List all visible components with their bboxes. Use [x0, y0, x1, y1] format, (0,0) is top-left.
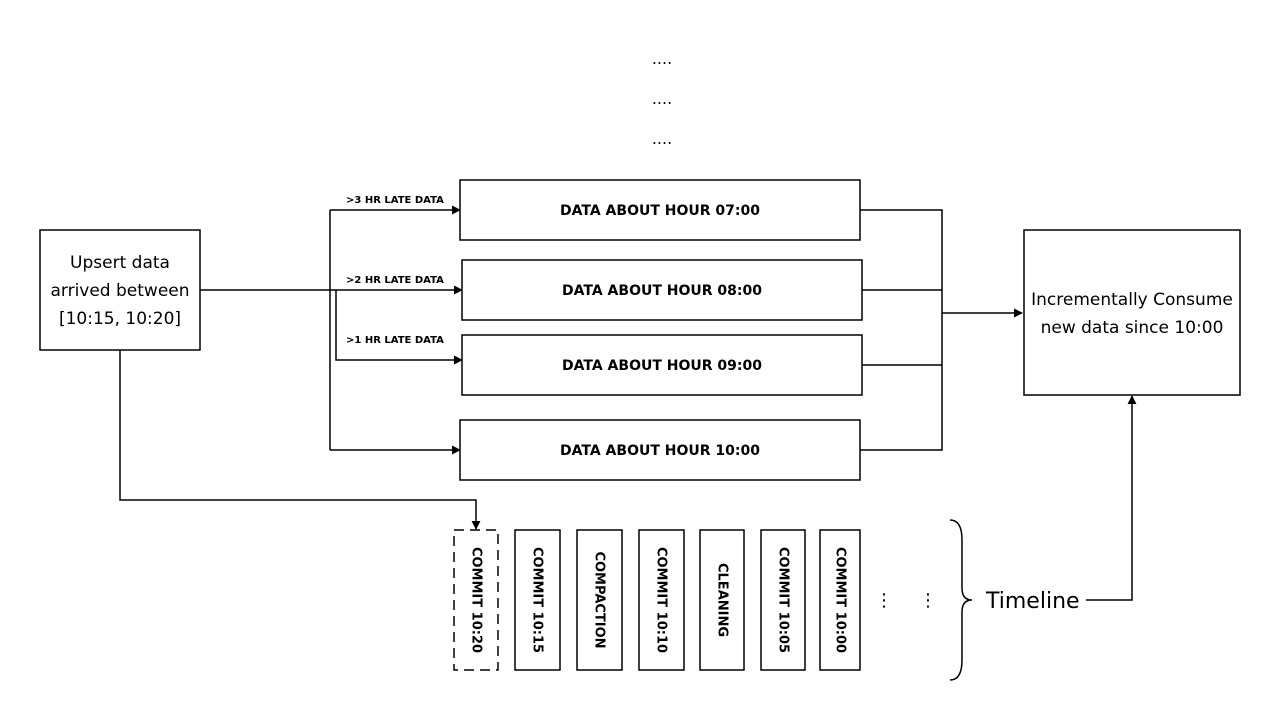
timeline-label: Timeline	[985, 589, 1080, 614]
instant-label-4: COMMIT 10:10	[654, 547, 669, 653]
fanout-connectors	[200, 205, 463, 455]
partition-box-1000: DATA ABOUT HOUR 10:00	[459, 419, 861, 481]
partition-box-0900: DATA ABOUT HOUR 09:00	[461, 334, 863, 396]
continuation-dots-1: ....	[652, 49, 672, 68]
timeline-to-consumer-arrow	[1086, 395, 1137, 601]
source-box-line-1: Upsert data	[70, 253, 170, 273]
continuation-dots-2: ....	[652, 89, 672, 108]
timeline-instant-4: COMMIT 10:10	[638, 529, 685, 671]
late-label-1hr: >1 HR LATE DATA	[346, 335, 444, 346]
timeline-instant-7: COMMIT 10:00	[819, 529, 861, 671]
source-box-line-3: [10:15, 10:20]	[59, 309, 181, 329]
late-label-2hr: >2 HR LATE DATA	[346, 275, 444, 286]
instant-label-7: COMMIT 10:00	[833, 547, 848, 653]
timeline-instant-2: COMMIT 10:15	[514, 529, 561, 671]
instant-label-3: COMPACTION	[592, 551, 607, 648]
consumer-box: Incrementally Consume new data since 10:…	[1023, 229, 1241, 396]
timeline-ellipsis-2: ⋮	[919, 590, 937, 611]
instant-label-5: CLEANING	[715, 563, 730, 637]
instant-label-1: COMMIT 10:20	[469, 547, 484, 653]
partition-label-1000: DATA ABOUT HOUR 10:00	[560, 443, 760, 459]
timeline-instant-6: COMMIT 10:05	[760, 529, 806, 671]
source-box-line-2: arrived between	[50, 281, 189, 301]
partition-box-0700: DATA ABOUT HOUR 07:00	[459, 179, 861, 241]
consumer-box-line-2: new data since 10:00	[1041, 318, 1224, 338]
merge-connectors	[860, 209, 1023, 451]
continuation-dots-3: ....	[652, 129, 672, 148]
timeline-ellipsis-1: ⋮	[875, 590, 893, 611]
timeline-instant-5: CLEANING	[699, 529, 745, 671]
late-label-3hr: >3 HR LATE DATA	[346, 195, 444, 206]
partition-box-0800: DATA ABOUT HOUR 08:00	[461, 259, 863, 321]
source-to-timeline-arrow	[119, 350, 481, 530]
partition-label-0900: DATA ABOUT HOUR 09:00	[562, 358, 762, 374]
instant-label-2: COMMIT 10:15	[530, 547, 545, 653]
partition-label-0800: DATA ABOUT HOUR 08:00	[562, 283, 762, 299]
timeline-brace	[949, 519, 973, 681]
partition-label-0700: DATA ABOUT HOUR 07:00	[560, 203, 760, 219]
timeline-instant-1: COMMIT 10:20	[453, 529, 499, 671]
timeline-instant-3: COMPACTION	[576, 529, 623, 671]
instant-label-6: COMMIT 10:05	[776, 547, 791, 653]
source-box: Upsert data arrived between [10:15, 10:2…	[39, 229, 201, 351]
consumer-box-line-1: Incrementally Consume	[1031, 290, 1233, 310]
